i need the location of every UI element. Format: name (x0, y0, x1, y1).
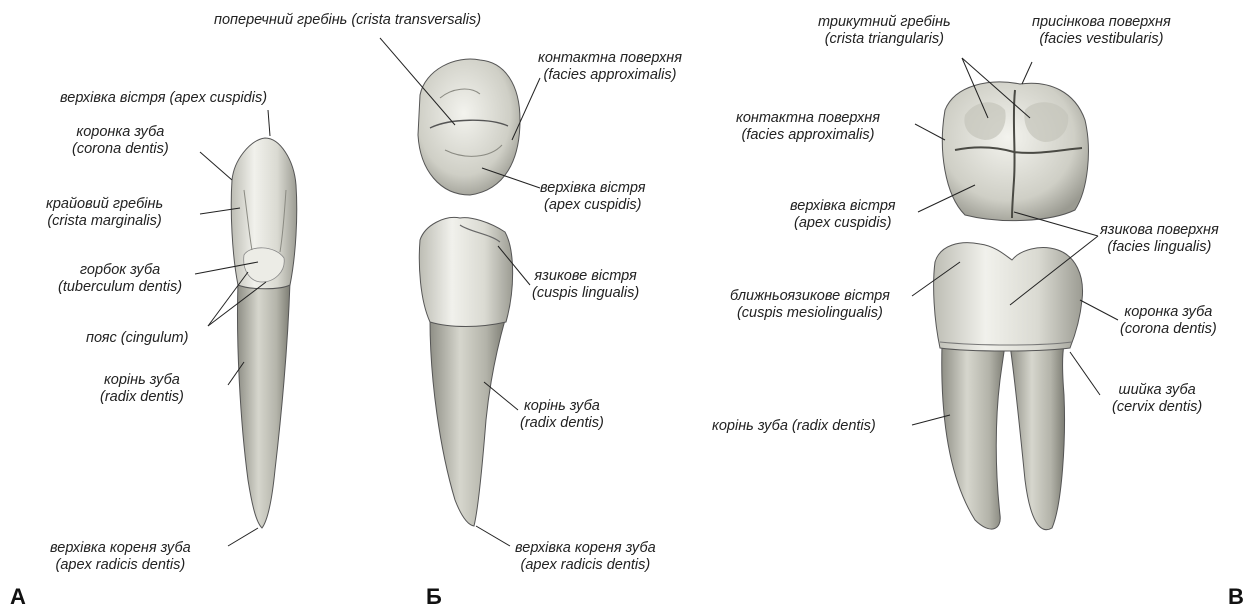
label-c-apex-cuspidis: верхівка вістря (apex cuspidis) (790, 198, 895, 232)
label-line: присінкова поверхня (1032, 14, 1171, 31)
label-line: (tuberculum dentis) (58, 279, 182, 296)
label-line: корінь зуба (radix dentis) (712, 418, 876, 435)
leader-c-corona (1080, 300, 1118, 320)
tooth-c-crown (934, 243, 1083, 351)
label-c-cuspis-mesiolingualis: ближньоязикове вістря (cuspis mesiolingu… (730, 288, 890, 322)
tooth-a (231, 138, 297, 528)
label-c-facies-approximalis: контактна поверхня (facies approximalis) (736, 110, 880, 144)
label-line: ближньоязикове вістря (730, 288, 890, 305)
label-c-facies-vestibularis: присінкова поверхня (facies vestibularis… (1032, 14, 1171, 48)
leader-b-apex-radicis (476, 526, 510, 546)
label-line: крайовий гребінь (46, 196, 163, 213)
label-a-apex-radicis: верхівка кореня зуба (apex radicis denti… (50, 540, 191, 574)
label-c-facies-lingualis: язикова поверхня (facies lingualis) (1100, 222, 1219, 256)
label-a-apex-cuspidis: верхівка вістря (apex cuspidis) (60, 90, 267, 107)
label-c-cervix: шийка зуба (cervix dentis) (1112, 382, 1202, 416)
leader-c-cervix (1070, 352, 1100, 395)
label-line: (cuspis lingualis) (532, 285, 639, 302)
label-line: (facies approximalis) (736, 127, 880, 144)
label-c-crista-triangularis: трикутний гребінь (crista triangularis) (818, 14, 951, 48)
leader-c-approximalis (915, 124, 945, 140)
label-line: шийка зуба (1112, 382, 1202, 399)
label-line: корінь зуба (520, 398, 604, 415)
tooth-b-root (430, 320, 505, 526)
label-b-radix: корінь зуба (radix dentis) (520, 398, 604, 432)
tooth-c (934, 82, 1089, 530)
label-line: (radix dentis) (100, 389, 184, 406)
label-line: (apex radicis dentis) (50, 557, 191, 574)
label-line: пояс (cingulum) (86, 330, 188, 347)
panel-letter-b: Б (426, 584, 442, 610)
label-line: (radix dentis) (520, 415, 604, 432)
leader-a-corona (200, 152, 232, 180)
label-line: (apex cuspidis) (790, 215, 895, 232)
leader-a-apex-cuspidis (268, 110, 270, 136)
label-line: (facies vestibularis) (1032, 31, 1171, 48)
label-line: (crista marginalis) (46, 213, 163, 230)
label-b-apex-radicis: верхівка кореня зуба (apex radicis denti… (515, 540, 656, 574)
label-line: трикутний гребінь (818, 14, 951, 31)
label-line: (facies approximalis) (538, 67, 682, 84)
label-a-cingulum: пояс (cingulum) (86, 330, 188, 347)
label-line: язикове вістря (532, 268, 639, 285)
label-a-radix: корінь зуба (radix dentis) (100, 372, 184, 406)
label-line: коронка зуба (72, 124, 169, 141)
tooth-b (418, 59, 520, 526)
tooth-a-root (237, 282, 290, 528)
label-a-corona: коронка зуба (corona dentis) (72, 124, 169, 158)
tooth-c-root-mesial (942, 345, 1005, 529)
label-line: поперечний гребінь (crista transversalis… (214, 12, 481, 29)
tooth-b-crown (419, 217, 512, 326)
leader-c-vestibularis (1022, 62, 1032, 84)
panel-letter-c: В (1228, 584, 1244, 610)
label-c-corona: коронка зуба (corona dentis) (1120, 304, 1217, 338)
panel-letter-a: А (10, 584, 26, 610)
label-line: (crista triangularis) (818, 31, 951, 48)
label-line: язикова поверхня (1100, 222, 1219, 239)
label-b-crista-transversalis: поперечний гребінь (crista transversalis… (214, 12, 481, 29)
label-line: верхівка кореня зуба (515, 540, 656, 557)
tooth-c-root-distal (1010, 345, 1065, 530)
label-c-radix: корінь зуба (radix dentis) (712, 418, 876, 435)
label-line: верхівка вістря (790, 198, 895, 215)
label-line: верхівка вістря (540, 180, 645, 197)
label-line: (corona dentis) (72, 141, 169, 158)
label-line: (apex radicis dentis) (515, 557, 656, 574)
label-a-crista-marginalis: крайовий гребінь (crista marginalis) (46, 196, 163, 230)
label-b-apex-cuspidis: верхівка вістря (apex cuspidis) (540, 180, 645, 214)
label-line: контактна поверхня (538, 50, 682, 67)
label-line: (facies lingualis) (1100, 239, 1219, 256)
label-a-tuberculum: горбок зуба (tuberculum dentis) (58, 262, 182, 296)
label-line: контактна поверхня (736, 110, 880, 127)
leader-a-apex-radicis (228, 528, 258, 546)
label-line: коронка зуба (1120, 304, 1217, 321)
label-line: горбок зуба (58, 262, 182, 279)
label-line: (corona dentis) (1120, 321, 1217, 338)
label-line: корінь зуба (100, 372, 184, 389)
label-b-facies-approximalis: контактна поверхня (facies approximalis) (538, 50, 682, 84)
label-line: верхівка вістря (apex cuspidis) (60, 90, 267, 107)
label-line: (cuspis mesiolingualis) (730, 305, 890, 322)
label-line: верхівка кореня зуба (50, 540, 191, 557)
label-line: (apex cuspidis) (540, 197, 645, 214)
label-b-cuspis-lingualis: язикове вістря (cuspis lingualis) (532, 268, 639, 302)
label-line: (cervix dentis) (1112, 399, 1202, 416)
